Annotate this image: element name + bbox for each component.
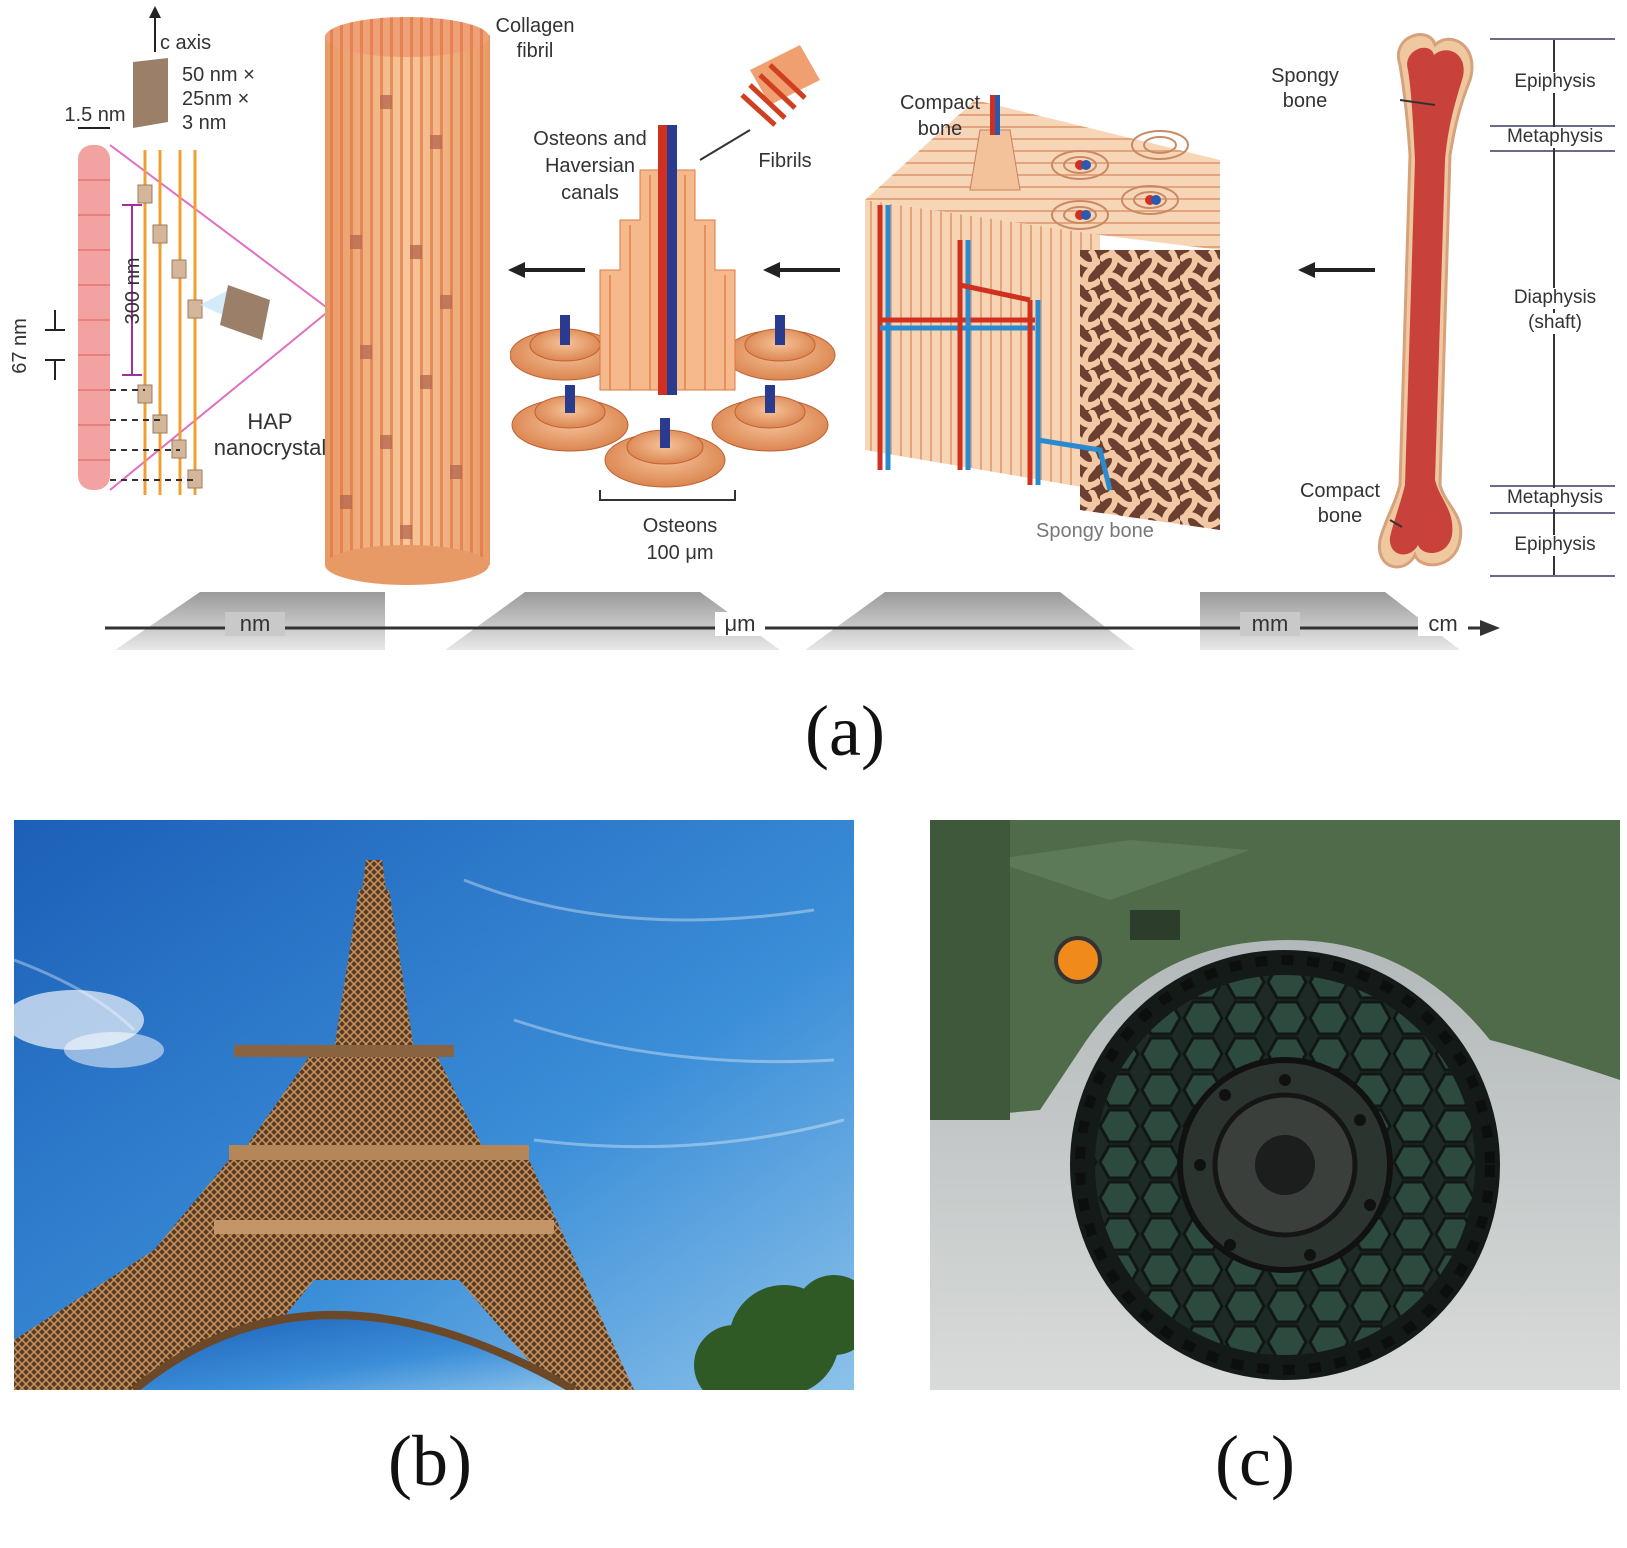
tower-middle xyxy=(244,1050,484,1150)
panel-b-caption: (b) xyxy=(388,1421,472,1501)
collagen-fibril-cylinder xyxy=(325,17,490,585)
spongy-bone-label: Spongy bone xyxy=(1036,520,1154,542)
scale-label-um: μm xyxy=(715,611,765,637)
region-epiphysis-top: Epiphysis xyxy=(1495,71,1615,93)
region-line-bottom xyxy=(1490,575,1615,577)
scale-label-cm: cm xyxy=(1418,611,1468,637)
region-epiphysis-bottom: Epiphysis xyxy=(1495,534,1615,556)
collagen-label-1: Collagen xyxy=(495,15,575,37)
panel-a-caption: (a) xyxy=(805,691,885,771)
compact-bone-label-1: Compact xyxy=(899,92,981,114)
region-shaft: (shaft) xyxy=(1495,312,1615,334)
osteons-canals-label-2: Haversian xyxy=(544,155,636,177)
region-diaphysis: Diaphysis xyxy=(1495,287,1615,309)
bone-icon xyxy=(1377,33,1474,569)
region-line-4 xyxy=(1490,485,1615,487)
region-metaphysis-bottom: Metaphysis xyxy=(1495,487,1615,509)
scale-label-nm: nm xyxy=(225,611,285,637)
panel-c-caption: (c) xyxy=(1215,1421,1295,1501)
hap-label-2: nanocrystal xyxy=(213,435,327,460)
tire-icon xyxy=(930,820,1620,1390)
region-line-top xyxy=(1490,38,1615,40)
osteons-size-label-1: Osteons xyxy=(642,515,718,537)
compact-bone-label-2: bone xyxy=(917,118,963,140)
hap-label-1: HAP xyxy=(247,409,293,434)
region-line-5 xyxy=(1490,512,1615,514)
osteons-canals-label-1: Osteons and xyxy=(533,128,647,150)
bone-compact-label-1: Compact xyxy=(1299,480,1381,502)
osteons-size-label-2: 100 μm xyxy=(646,542,714,564)
panel-a: nm μm mm cm xyxy=(9,6,1615,771)
osteons-illustration xyxy=(510,45,836,501)
scale-arrowhead xyxy=(1480,620,1500,636)
c-axis-label: c axis xyxy=(160,32,212,54)
bone-tissue-block xyxy=(865,95,1220,530)
fibril-schematic xyxy=(45,6,331,495)
region-metaphysis-top: Metaphysis xyxy=(1495,126,1615,148)
scale-label-mm: mm xyxy=(1240,611,1300,637)
osteons-canals-label-3: canals xyxy=(561,182,619,204)
crystal-size-line1: 50 nm × xyxy=(182,64,255,86)
bone-spongy-label-2: bone xyxy=(1282,90,1328,112)
region-line-2 xyxy=(1490,125,1615,127)
region-line-3 xyxy=(1490,150,1615,152)
period-label: 67 nm xyxy=(9,318,31,374)
tower-top xyxy=(334,890,414,1050)
scale-trapezoid-um1 xyxy=(445,592,780,650)
fibril-width-label: 1.5 nm xyxy=(64,104,126,126)
stage-arrows xyxy=(508,262,1375,278)
bone-spongy-label-1: Spongy xyxy=(1271,65,1339,87)
tower-lower xyxy=(14,1160,634,1390)
indicator-light xyxy=(1054,936,1102,984)
fibrils-label: Fibrils xyxy=(758,150,812,172)
tower-icon xyxy=(14,820,854,1390)
crystal-size-line3: 3 nm xyxy=(182,112,227,134)
collagen-label-2: fibril xyxy=(516,40,554,62)
scale-trapezoid-um2 xyxy=(805,592,1135,650)
tower-spire xyxy=(362,860,386,890)
crystal-size-line2: 25nm × xyxy=(182,88,250,110)
collagen-fibril-strand xyxy=(78,145,110,490)
fibrils-icon xyxy=(699,45,820,161)
hap-crystal-top xyxy=(133,58,168,128)
bone-compact-label-2: bone xyxy=(1317,505,1363,527)
hap-nanocrystal xyxy=(220,285,270,340)
